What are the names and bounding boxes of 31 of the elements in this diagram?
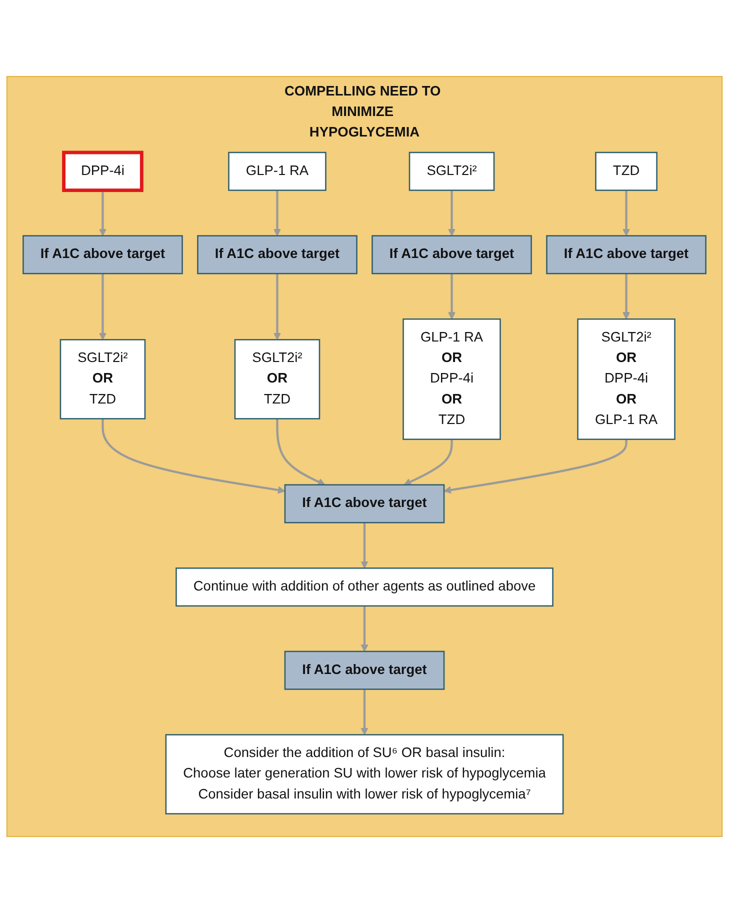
node-box: GLP-1 RA xyxy=(228,152,326,191)
arrow xyxy=(360,606,368,652)
node-box: If A1C above target xyxy=(546,235,706,274)
node-box: SGLT2i² OR TZD xyxy=(234,339,320,420)
node-box: If A1C above target xyxy=(284,484,445,524)
arrow xyxy=(622,190,630,236)
node-box: SGLT2i² xyxy=(408,152,495,191)
arrow xyxy=(273,190,282,236)
node-box: If A1C above target xyxy=(22,235,183,274)
arrow xyxy=(276,418,326,486)
arrow xyxy=(404,439,453,486)
arrow xyxy=(98,190,106,236)
node-box: SGLT2i² OR TZD xyxy=(60,339,146,420)
arrow xyxy=(360,522,368,568)
arrow xyxy=(98,274,106,340)
arrow xyxy=(448,190,456,236)
node-box: TZD xyxy=(595,152,658,191)
arrow xyxy=(102,418,286,494)
node-box: GLP-1 RA OR DPP-4i OR TZD xyxy=(402,318,501,440)
node-box: SGLT2i² OR DPP-4i OR GLP-1 RA xyxy=(577,318,676,440)
node-box: If A1C above target xyxy=(197,235,358,274)
node-box: Consider the addition of SU⁶ OR basal insulin: Choose later generation SU with lower risk of hypoglycemia Consider basal insulin with lower risk of hypoglycemia⁷ xyxy=(165,734,564,814)
node-box: If A1C above target xyxy=(372,235,532,274)
node-box: Continue with addition of other agents as outlined above xyxy=(176,568,554,607)
node-box: If A1C above target xyxy=(284,650,445,690)
arrow xyxy=(444,439,628,494)
arrow xyxy=(622,274,630,320)
arrow xyxy=(360,689,368,736)
arrow xyxy=(273,274,282,340)
node-box: DPP-4i xyxy=(62,150,144,192)
arrow xyxy=(448,274,456,320)
